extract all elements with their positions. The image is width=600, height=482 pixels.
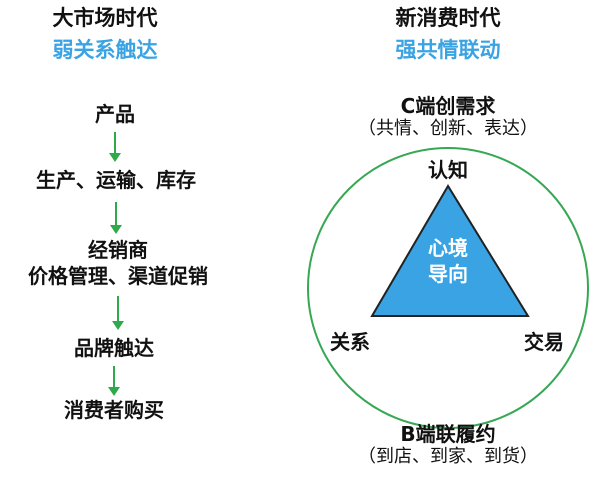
arrow-down-icon — [109, 202, 123, 234]
center-label-line2: 导向 — [428, 262, 468, 286]
arrow-down-icon — [108, 132, 122, 162]
vertex-transaction: 交易 — [524, 330, 564, 354]
c-side-detail: （共情、创新、表达） — [358, 118, 538, 139]
arrow-down-icon — [111, 296, 125, 330]
triangle-shape — [370, 184, 530, 317]
right-title: 新消费时代 — [395, 6, 501, 30]
step-distributor: 经销商 — [88, 238, 148, 262]
step-purchase: 消费者购买 — [64, 398, 164, 422]
left-subtitle: 弱关系触达 — [52, 38, 158, 62]
step-brand-reach: 品牌触达 — [74, 336, 154, 360]
left-title: 大市场时代 — [52, 6, 158, 30]
outer-circle — [307, 147, 589, 429]
vertex-cognition: 认知 — [428, 158, 468, 182]
c-side-label: C端创需求 — [400, 94, 496, 118]
b-side-detail: （到店、到家、到货） — [358, 446, 538, 467]
step-distributor-detail: 价格管理、渠道促销 — [28, 264, 208, 288]
arrow-down-icon — [107, 366, 121, 396]
step-production: 生产、运输、库存 — [36, 168, 196, 192]
right-subtitle: 强共情联动 — [395, 38, 501, 62]
step-product: 产品 — [95, 102, 135, 126]
b-side-label: B端联履约 — [400, 422, 496, 446]
center-label-line1: 心境 — [428, 236, 468, 260]
vertex-relationship: 关系 — [330, 330, 370, 354]
